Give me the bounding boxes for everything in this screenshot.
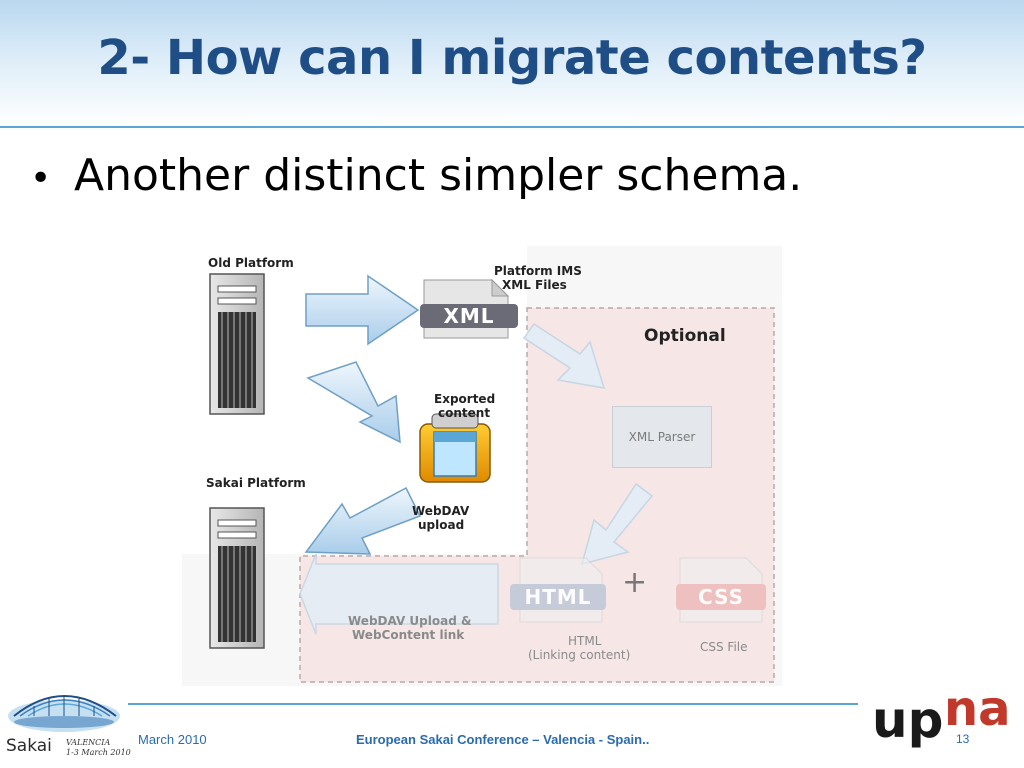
arrow-to-xml-icon — [305, 274, 420, 346]
upna-logo: up na — [858, 684, 1020, 764]
sakai-platform-server-icon — [209, 507, 265, 649]
sakai-valencia-logo — [4, 682, 128, 766]
webdav-label-line1: WebDAV — [412, 504, 470, 518]
sakai-platform-label: Sakai Platform — [206, 476, 306, 490]
migration-diagram: Old Platform Platform IMS XML Files XML … — [182, 246, 782, 686]
plus-sign: + — [622, 565, 648, 600]
page-number: 13 — [956, 732, 970, 746]
html-badge: HTML — [524, 585, 592, 609]
xml-badge: XML — [443, 304, 495, 328]
xml-file-icon — [420, 278, 518, 339]
upna-na-text: na — [944, 681, 1011, 737]
exported-content-bag-icon — [419, 413, 491, 483]
arrow-to-sakai-icon — [304, 486, 422, 555]
exported-label-line1: Exported — [434, 392, 496, 406]
html-label-line2: (Linking content) — [528, 648, 631, 662]
sakai-subtitle: VALENCIA 1-3 March 2010 — [66, 738, 131, 758]
old-platform-label: Old Platform — [208, 256, 294, 270]
slide-title: 2- How can I migrate contents? — [97, 30, 927, 86]
webdav-label-line2: upload — [418, 518, 465, 532]
arrow-to-export-icon — [306, 361, 401, 444]
bullet-text: Another distinct simpler schema. — [74, 150, 803, 201]
ims-files-label-line1: Platform IMS — [494, 264, 582, 278]
sakai-city: VALENCIA — [66, 738, 111, 747]
bullet-dot-icon: • — [30, 158, 52, 199]
ims-files-label-line2: XML Files — [502, 278, 567, 292]
xml-parser-box: XML Parser — [612, 406, 712, 468]
css-file-icon — [676, 557, 766, 623]
footer-divider — [128, 703, 858, 705]
optional-label: Optional — [644, 326, 726, 346]
css-badge: CSS — [698, 585, 744, 609]
title-bar — [0, 0, 1024, 128]
diagram-graphics — [182, 246, 782, 686]
old-platform-server-icon — [209, 273, 265, 415]
valencia-dome-icon — [8, 695, 120, 732]
sakai-wordmark: Sakai — [6, 736, 52, 756]
sakai-dates: 1-3 March 2010 — [66, 748, 131, 757]
footer-conference: European Sakai Conference – Valencia - S… — [356, 732, 650, 747]
html-file-icon — [510, 557, 606, 623]
webdav-link-label-line1: WebDAV Upload & — [348, 614, 472, 628]
arrow-to-html-icon — [580, 482, 654, 566]
exported-label-line2: content — [438, 406, 491, 420]
footer-date: March 2010 — [138, 732, 207, 747]
webdav-link-label-line2: WebContent link — [352, 628, 465, 642]
css-file-label: CSS File — [700, 640, 748, 654]
html-label-line1: HTML — [568, 634, 602, 648]
upna-up-text: up — [872, 691, 944, 749]
arrow-webdav-link-icon — [299, 553, 499, 635]
arrow-to-parser-icon — [522, 322, 606, 389]
